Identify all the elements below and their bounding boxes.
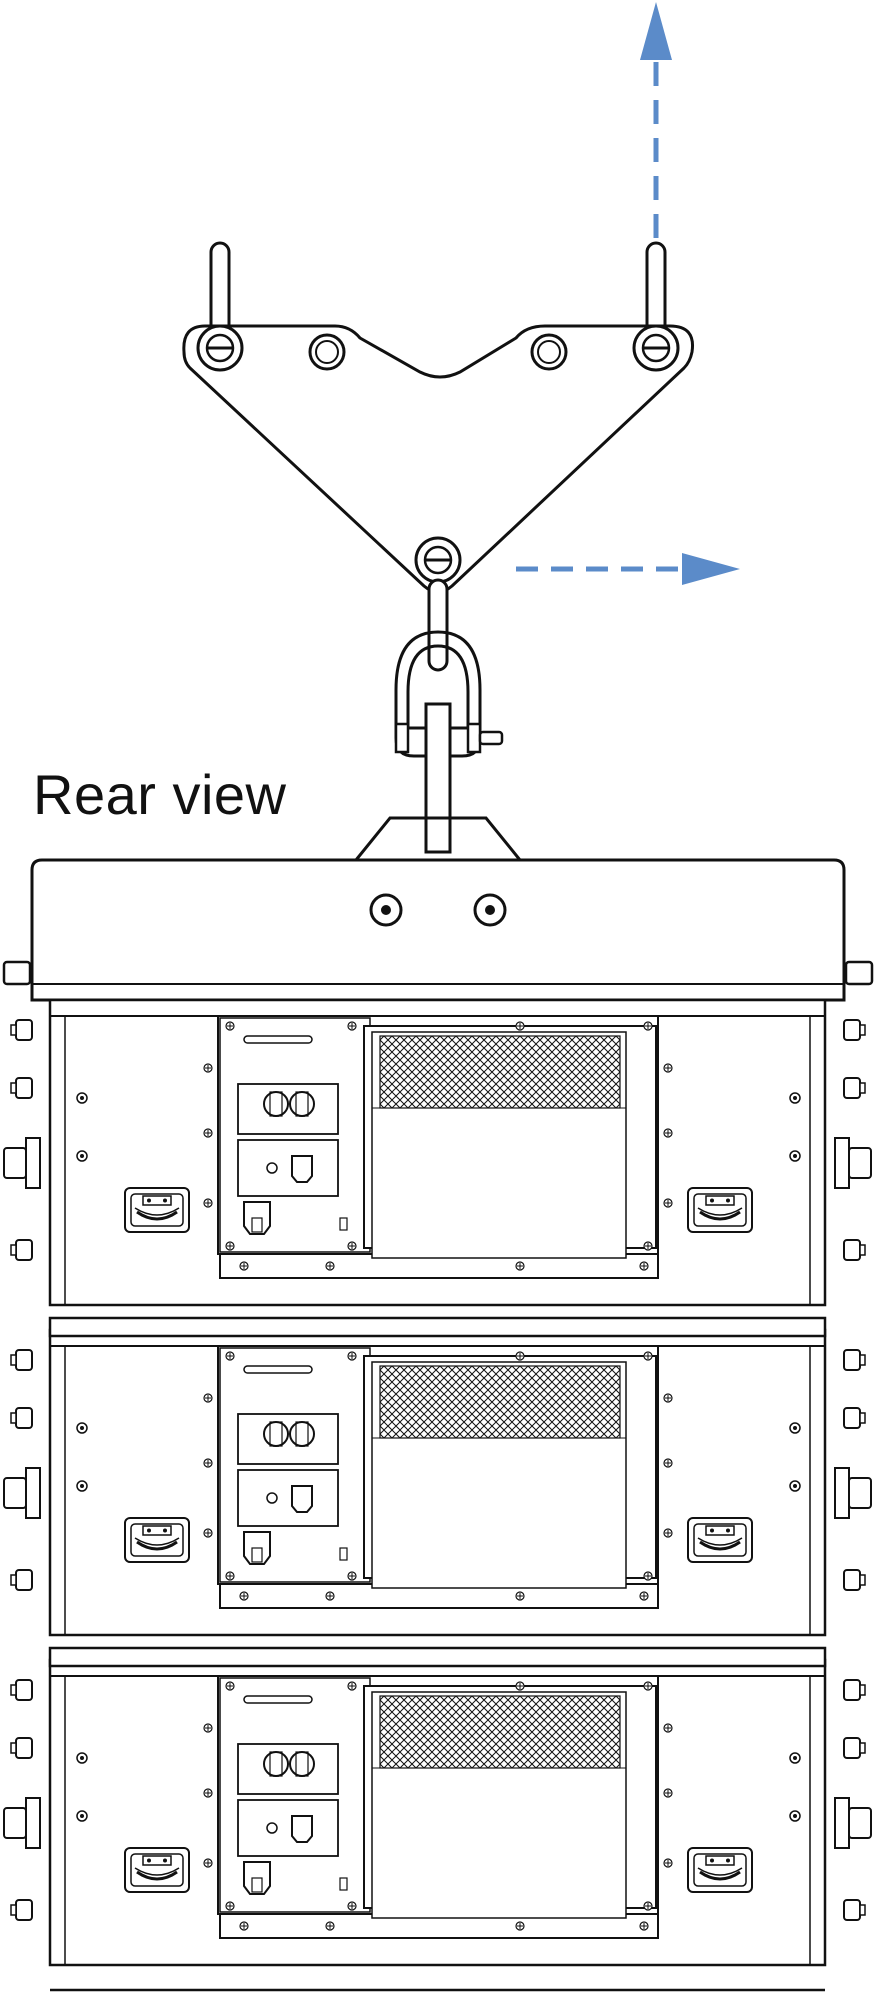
right-pin-head-icon <box>632 324 680 372</box>
top-frame <box>2 816 874 1002</box>
left-pin-head-icon <box>196 324 244 372</box>
cabinet-1 <box>4 1000 871 1305</box>
shackle <box>394 578 504 854</box>
cabinet-2 <box>4 1330 871 1635</box>
view-label: Rear view <box>33 763 287 826</box>
lifting-bracket <box>182 241 695 594</box>
cabinet-3 <box>4 1660 871 1965</box>
rightward-force-arrow <box>516 553 740 585</box>
upward-force-arrow <box>640 2 672 238</box>
